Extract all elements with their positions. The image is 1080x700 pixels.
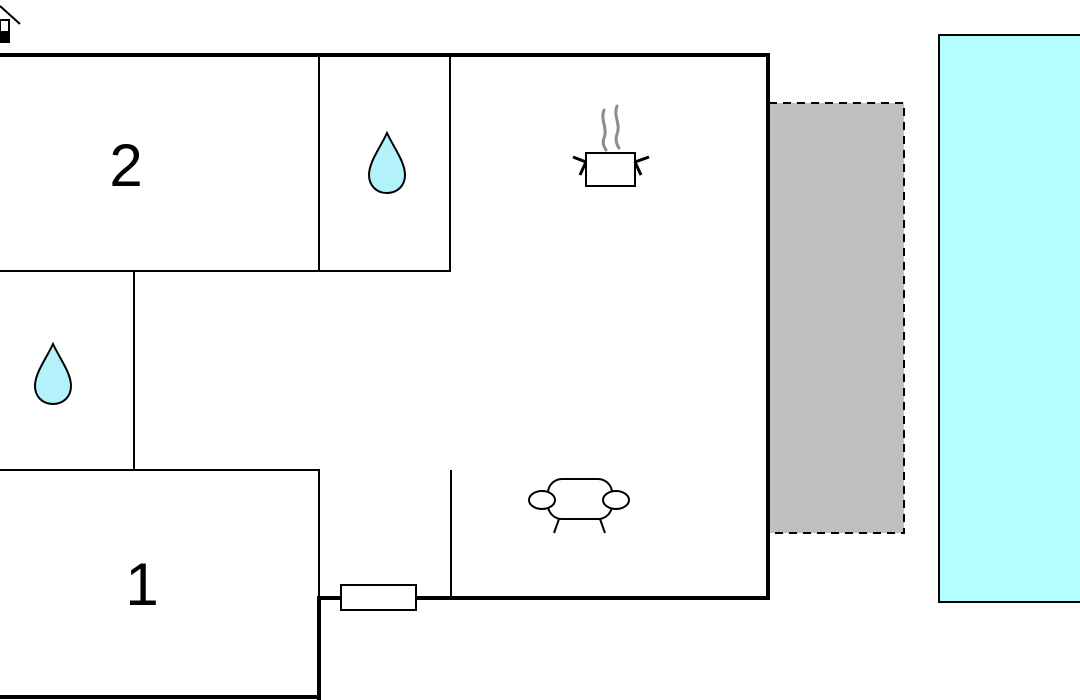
cooking-pot-icon	[572, 104, 650, 187]
water-drop-icon	[367, 130, 407, 195]
house-icon	[0, 5, 21, 43]
interior-walls	[0, 55, 452, 597]
swimming-pool	[938, 34, 1080, 603]
water-drop-icon	[33, 341, 73, 406]
room-label-1: 1	[125, 551, 158, 618]
room-label-2: 2	[109, 132, 142, 199]
outer-walls	[0, 53, 770, 700]
sofa-icon	[528, 478, 630, 534]
terrace	[768, 102, 905, 534]
door-icon	[340, 584, 417, 611]
